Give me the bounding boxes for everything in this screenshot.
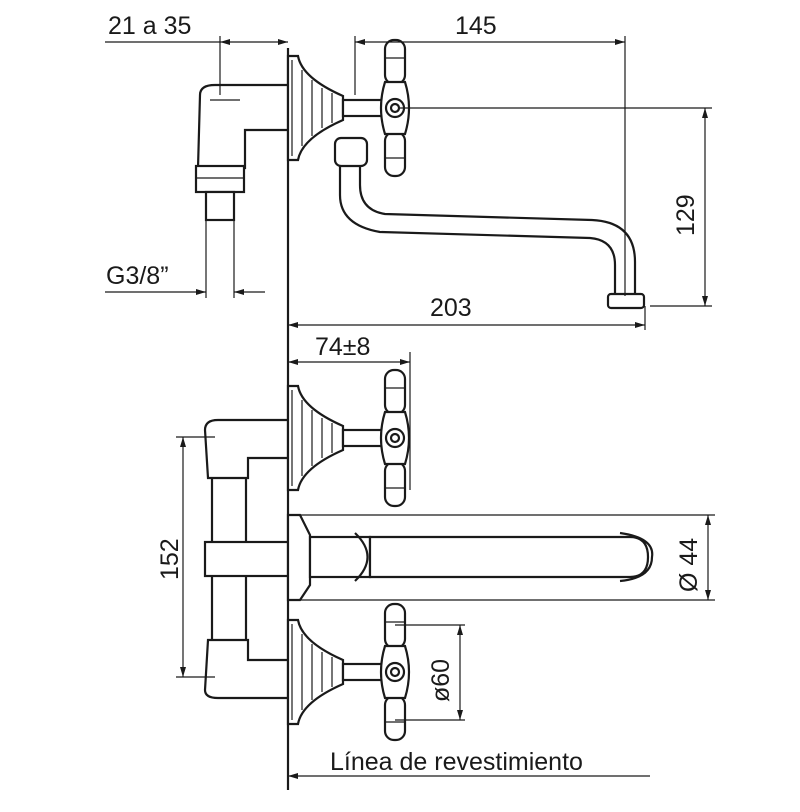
- lower-elbow: [203, 638, 290, 700]
- dim-label-74: 74±8: [315, 333, 370, 361]
- dim-label-203: 203: [430, 294, 472, 322]
- dimension-44: Ø 44: [300, 514, 715, 601]
- spout-nozzle: [606, 292, 646, 310]
- dimension-145: 145: [354, 12, 626, 296]
- dim-label-wall-offset: 21 a 35: [108, 12, 191, 40]
- dimension-21-35: 21 a 35: [105, 12, 288, 95]
- dimension-129: 129: [400, 107, 712, 307]
- spout: [338, 163, 637, 298]
- spout-top-view: [368, 535, 650, 579]
- wall-line-label: Línea de revestimiento: [330, 748, 583, 776]
- central-body: [203, 540, 290, 578]
- dimension-60: ø60: [395, 624, 465, 721]
- dim-label-145: 145: [455, 12, 497, 40]
- dim-label-diameter-44: Ø 44: [675, 538, 703, 592]
- dimension-74: 74±8: [288, 333, 411, 490]
- dimension-152: 152: [156, 436, 215, 678]
- dim-label-152: 152: [156, 538, 184, 580]
- thread-pipe: [204, 190, 236, 222]
- side-view: [194, 38, 646, 310]
- hex-nut: [194, 164, 246, 194]
- dimension-g38: G3/8”: [105, 220, 265, 298]
- elbow-connector: [196, 83, 290, 170]
- dim-label-129: 129: [672, 194, 700, 236]
- dim-label-diameter-60: ø60: [427, 659, 455, 702]
- plan-view: [203, 368, 654, 742]
- dimension-203: 203: [288, 294, 646, 330]
- dim-label-thread: G3/8”: [106, 262, 169, 290]
- wall-line-callout: Línea de revestimiento: [288, 748, 650, 779]
- upper-elbow: [203, 418, 290, 480]
- spout-swivel: [333, 136, 369, 168]
